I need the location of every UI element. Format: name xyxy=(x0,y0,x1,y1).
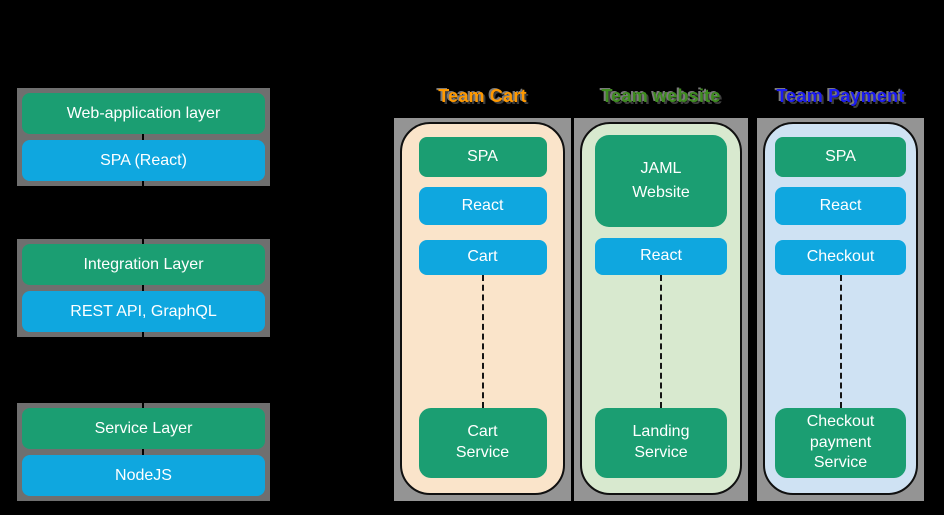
team-lane-website: JAML Website React Landing Service xyxy=(574,118,748,501)
team-title-website: Team website xyxy=(601,86,721,106)
dashed-connector xyxy=(481,275,484,408)
node-react: React xyxy=(595,238,727,275)
node-cart: Cart xyxy=(418,240,547,275)
layer-tech-box: SPA (React) xyxy=(22,140,265,181)
layer-tech-label: NodeJS xyxy=(115,466,172,484)
team-lane-cart: SPA React Cart Cart Service xyxy=(394,118,571,501)
layer-tech-box: REST API, GraphQL xyxy=(22,291,265,332)
team-lane-payment: SPA React Checkout Checkout payment Serv… xyxy=(757,118,924,501)
layer-tech-label: REST API, GraphQL xyxy=(70,302,217,320)
dashed-connector xyxy=(839,275,842,408)
layer-name-box: Integration Layer xyxy=(22,244,265,285)
lane-body: SPA React Checkout Checkout payment Serv… xyxy=(763,122,918,495)
lane-body: SPA React Cart Cart Service xyxy=(400,122,565,495)
node-spa: SPA xyxy=(775,137,906,177)
dashed-connector xyxy=(660,275,662,408)
node-cart-service: Cart Service xyxy=(418,408,547,478)
node-spa: SPA xyxy=(418,137,547,177)
node-react: React xyxy=(418,187,547,225)
node-checkout-payment-service: Checkout payment Service xyxy=(775,408,906,478)
layer-name-label: Web-application layer xyxy=(66,104,221,122)
layer-name-label: Service Layer xyxy=(94,419,193,437)
team-title-cart: Team Cart xyxy=(438,86,527,106)
layer-tech-box: NodeJS xyxy=(22,455,265,496)
layer-name-box: Service Layer xyxy=(22,408,265,449)
lane-body: JAML Website React Landing Service xyxy=(580,122,742,495)
layer-name-box: Web-application layer xyxy=(22,93,265,134)
team-title-payment: Team Payment xyxy=(776,86,905,106)
layer-name-label: Integration Layer xyxy=(83,255,204,273)
node-jaml-website: JAML Website xyxy=(595,135,727,227)
layer-tech-label: SPA (React) xyxy=(100,151,187,169)
node-checkout: Checkout xyxy=(775,240,906,275)
layer-group-web-application: Web-application layer SPA (React) xyxy=(17,88,270,186)
node-react: React xyxy=(775,187,906,225)
node-landing-service: Landing Service xyxy=(595,408,727,478)
